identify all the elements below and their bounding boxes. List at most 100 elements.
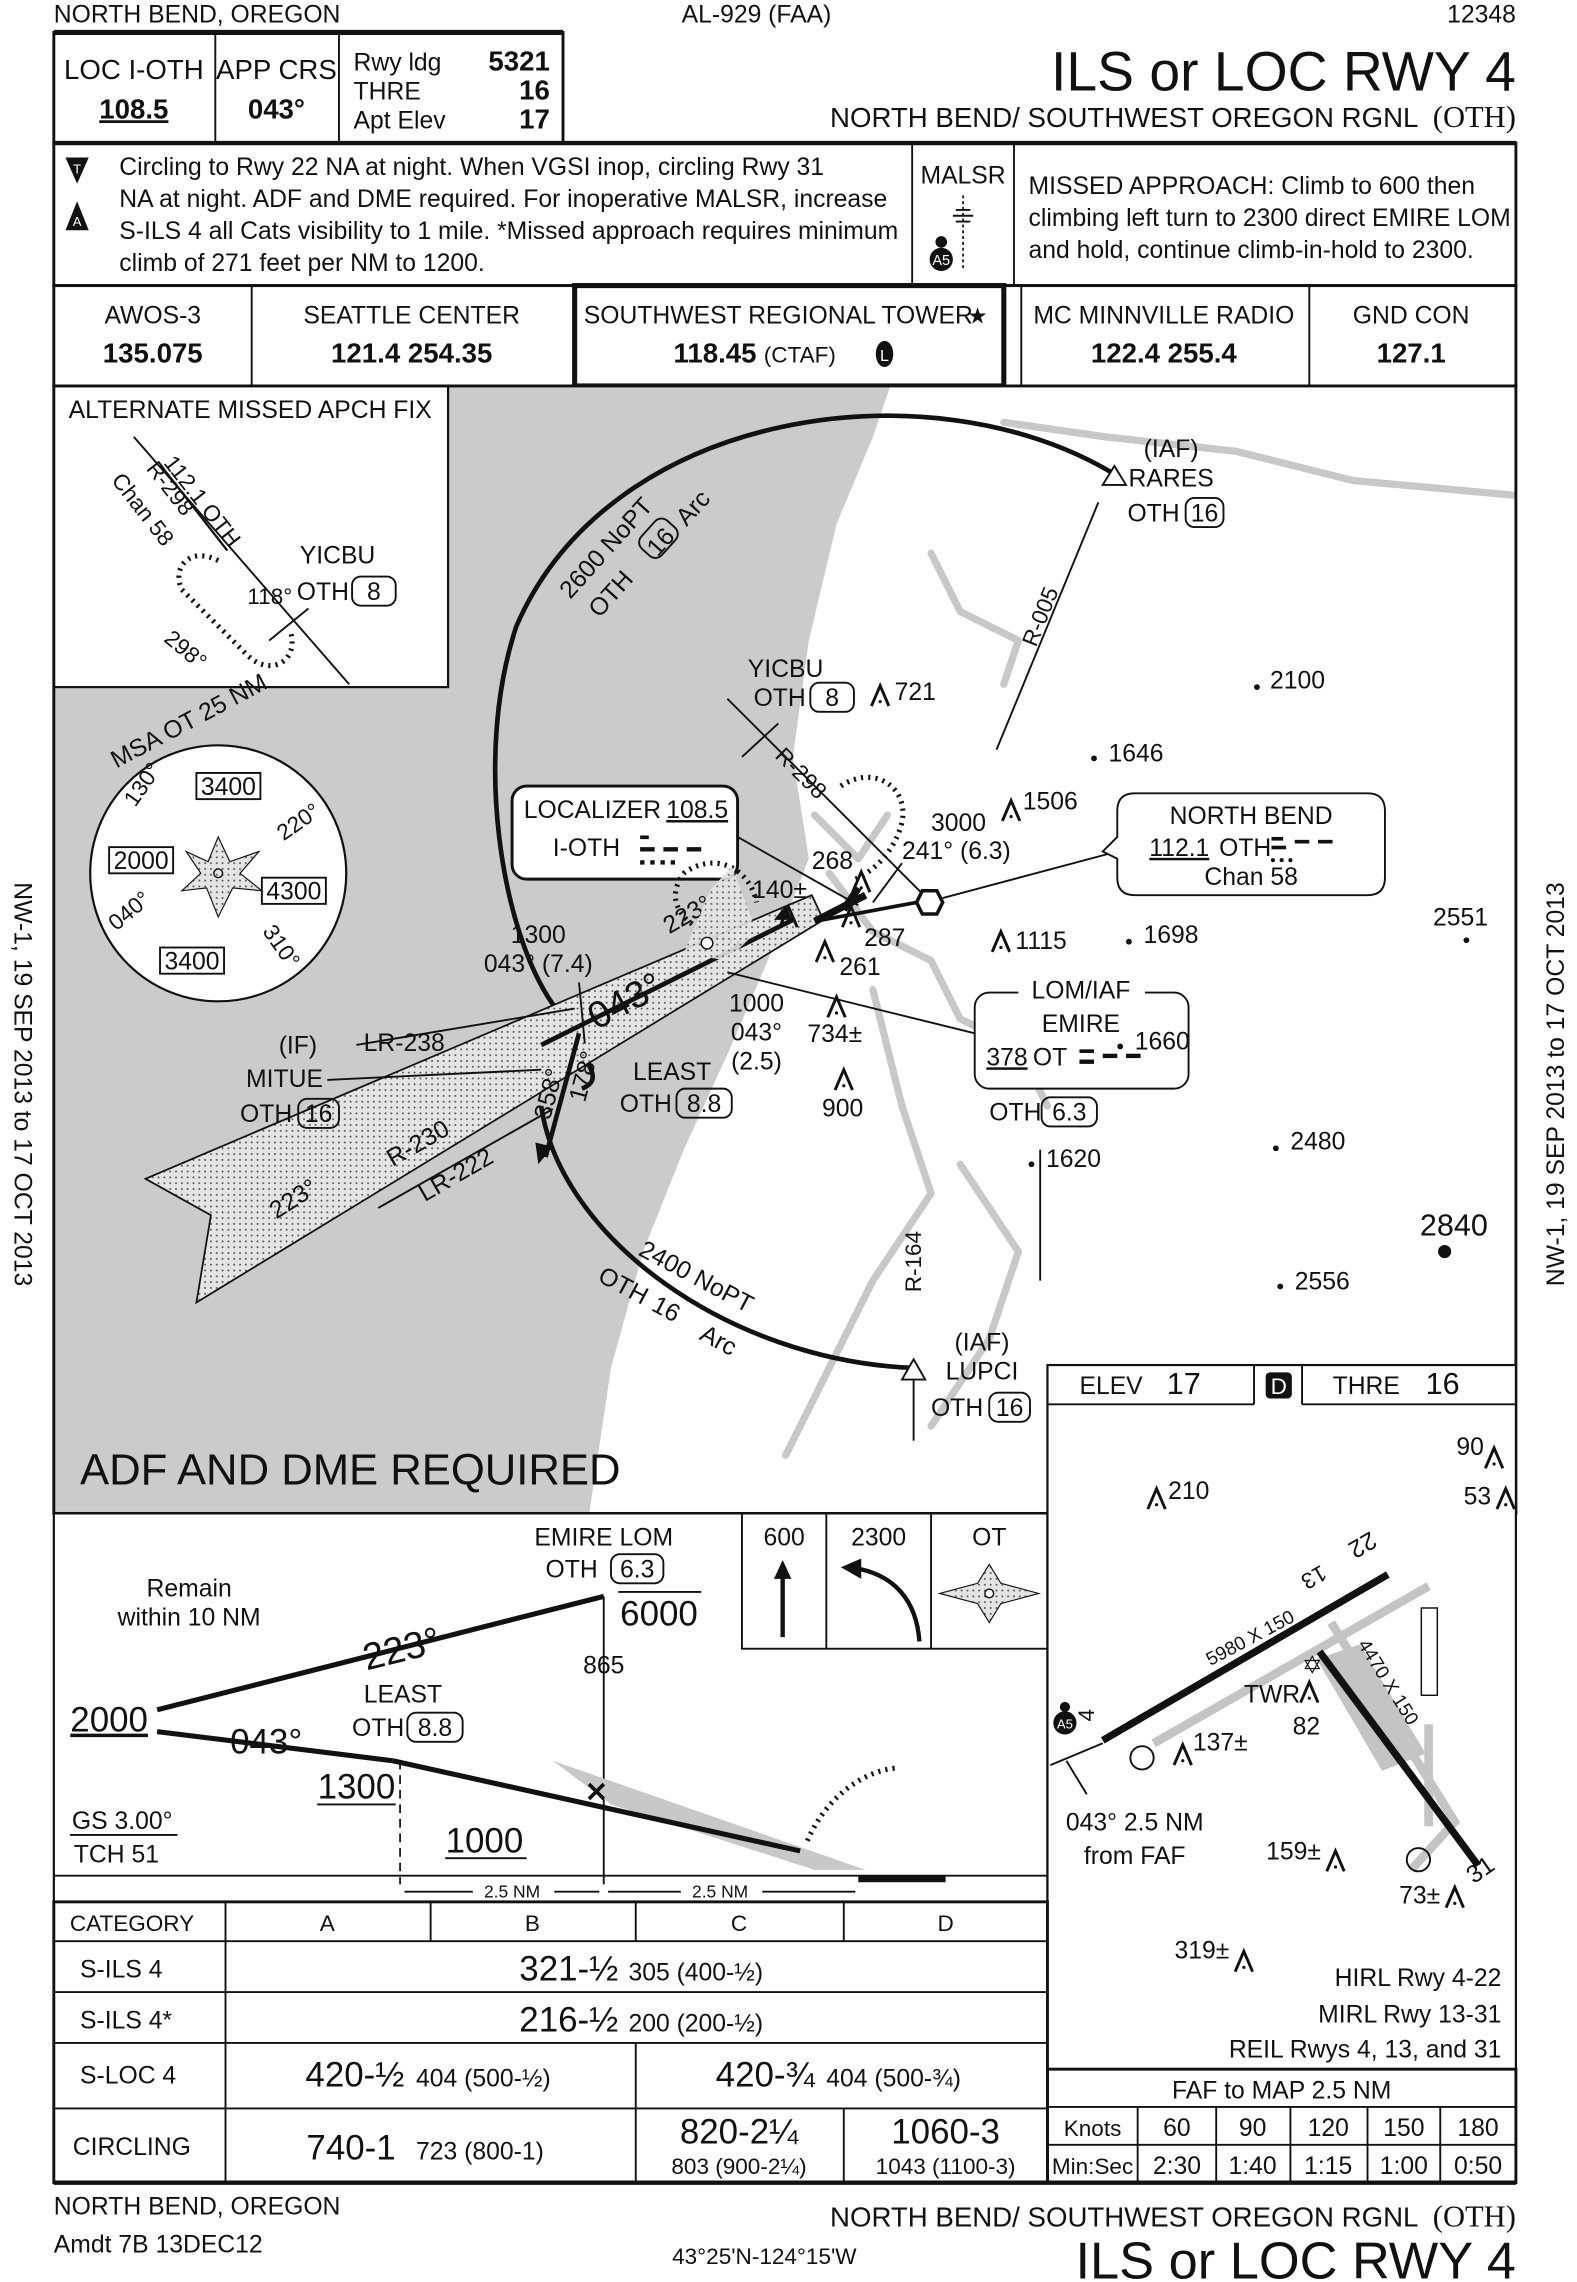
spot-elevation: 2100 [1270,668,1325,695]
obstacle-elev: 82 [1293,1714,1320,1741]
row-label: S-ILS 4* [80,2007,172,2034]
spot-elevation: 2480 [1290,1129,1345,1156]
obstacle-elev: 159± [1266,1839,1321,1866]
vortac-icon[interactable] [914,889,945,916]
apt-elev-label: Apt Elev [354,107,447,134]
missed-holding-pattern [839,774,906,884]
least-id: OTH [352,1715,404,1742]
runway-13-31[interactable] [1316,1649,1481,1868]
vortac-freq: 112.1 [1149,835,1209,862]
lom-name: EMIRE LOM [534,1524,673,1551]
procedure-title: ILS or LOC RWY 4 [1051,41,1516,103]
hold-course: 241° (6.3) [902,838,1011,865]
comm-name: SOUTHWEST REGIONAL TOWER [584,302,973,329]
localizer-label: LOCALIZER [524,797,661,824]
minima-detail: 1043 (1100-3) [876,2154,1016,2179]
least-dme: 8.8 [687,1091,721,1118]
tower-star-icon: ✡ [1302,1652,1323,1679]
obstacle-elev: 53 [1464,1484,1492,1511]
holding-pattern [672,860,759,946]
iaf-triangle-icon[interactable] [900,1357,927,1381]
lr238-label: LR-238 [364,1030,445,1057]
knots-label: Knots [1064,2116,1122,2141]
comm-freq: 122.4 255.4 [1091,338,1238,369]
elev-label: ELEV [1079,1373,1143,1400]
vortac-chan: Chan 58 [1204,864,1297,891]
msa-sector: 3400 [165,948,220,975]
ndb-center-icon [700,936,714,950]
comm-tower[interactable]: SOUTHWEST REGIONAL TOWER ★ 118.45 (CTAF)… [584,302,988,368]
mitue-alt: 1300 [511,922,566,949]
final-course-line [1049,1742,1104,1766]
remain-line-2: within 10 NM [117,1604,261,1631]
inset-hold-in: 118° [247,584,292,609]
inset-title: ALTERNATE MISSED APCH FIX [69,397,432,424]
row-label: S-ILS 4 [80,1957,163,1984]
header-box [52,30,565,145]
knots-cell: 60 [1163,2115,1190,2142]
wind-indicator-icon [1129,1745,1155,1771]
lom-title: LOM/IAF [1031,977,1130,1004]
a5-badge-icon [1059,1701,1071,1713]
mitue-dme: 16 [305,1101,333,1128]
glideslope-angle: GS 3.00° [72,1808,173,1835]
category-d: D [937,1911,953,1936]
minima-value: 740-1 [306,2128,395,2167]
missed-step-turn: 2300 [851,1524,906,1551]
a5-text: A5 [1057,1717,1073,1732]
malsr-lighting-icon [952,195,974,270]
obstacle-elev: 140± [752,877,807,904]
category-c: C [731,1911,747,1936]
remain-line-1: Remain [147,1575,232,1602]
dme-box [406,1711,464,1743]
localizer-freq: 108.5 [666,797,728,824]
label-mask [1018,978,1145,1005]
minima-detail: 305 (400-½) [628,1959,763,1986]
mitue-course: 043° (7.4) [484,951,593,978]
lom-dme: 6.3 [1052,1100,1086,1127]
missed-approach-line: climbing left turn to 2300 direct EMIRE … [1029,205,1511,232]
alternate-fix-inset [52,384,450,689]
obstacle-elev: 1506 [1023,788,1078,815]
fix-tick [268,607,310,642]
takeoff-minimums-icon: T [65,157,89,184]
arrowhead-icon [535,1142,553,1165]
spot-elevation-dot [1091,755,1097,762]
lupci-iaf: (IAF) [955,1329,1010,1356]
takeoff-symbol: T [73,162,81,177]
alternate-minimums-icon: A [65,201,89,231]
distance-label: 2.5 NM [484,1881,540,1901]
minima-detail: 404 (500-½) [416,2066,551,2093]
comm-freq: 127.1 [1377,338,1446,369]
minima-detail: 803 (900-2¼) [671,2154,806,2179]
apt-elev: 17 [519,103,550,134]
lom-id: OTH [546,1556,598,1583]
airport-frame [1046,1363,1517,2071]
msa-compass-icon [180,835,264,919]
timing-title: FAF to MAP 2.5 NM [1172,2077,1391,2104]
rwy-ldg: 5321 [488,45,549,76]
obstacle-elev: 210 [1168,1478,1209,1505]
holding-pattern [176,553,295,669]
r164-label: R-164 [901,1231,926,1292]
footer-airport-name: NORTH BEND/ SOUTHWEST OREGON RGNL [830,2201,1418,2232]
inset-fix-dme: 8 [367,579,381,606]
ctaf-label: (CTAF) [764,343,836,368]
runway-4-22[interactable] [1100,1571,1390,1744]
faf-alt: 1000 [729,991,784,1018]
obstacle-elev: 900 [822,1095,863,1122]
note-line: S-ILS 4 all Cats visibility to 1 mile. *… [119,218,898,245]
rares-iaf: (IAF) [1144,436,1199,463]
loc-frequency: 108.5 [99,93,168,124]
timing-table: FAF to MAP 2.5 NM Knots Min:Sec 60 90 12… [1045,2067,1518,2185]
spot-elevation-dot [1438,1245,1452,1259]
iaf-triangle-icon[interactable] [1101,464,1128,486]
leader-line [942,850,1118,899]
rwy-label-4: 4 [1074,1709,1099,1722]
morse-code-icon [640,835,702,865]
